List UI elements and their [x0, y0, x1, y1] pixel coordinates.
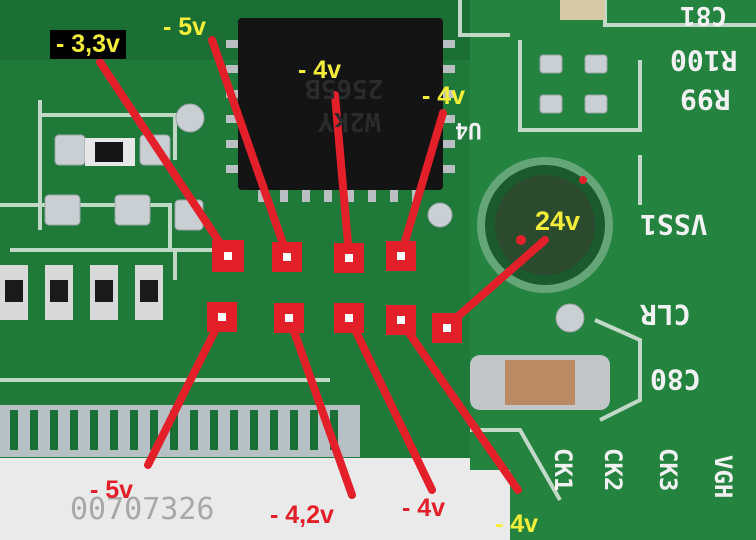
label-bottom-pin1: - 5v — [90, 476, 134, 504]
silk-r100: R100 — [670, 44, 738, 77]
silk-clr: CLR — [640, 298, 691, 331]
ic-chip — [226, 18, 455, 202]
ribbon-connector — [0, 405, 510, 540]
marker-centers — [218, 252, 451, 332]
silk-ck2: CK2 — [599, 448, 627, 492]
label-top-pin1: - 3,3v — [50, 30, 126, 59]
silk-vgh: VGH — [709, 455, 737, 499]
label-bottom-pin4: - 4v — [495, 510, 539, 538]
label-bottom-pin2: - 4,2v — [270, 501, 334, 529]
connector-serial: 00707326 — [70, 492, 215, 527]
silk-ck3: CK3 — [654, 448, 682, 492]
label-cap: 24v — [535, 206, 581, 236]
silk-ck1: CK1 — [549, 448, 577, 492]
label-bottom-pin3: - 4v — [402, 494, 446, 522]
silk-u4: U4 — [455, 117, 482, 142]
silk-c80: C80 — [650, 363, 701, 396]
label-top-pin2: - 5v — [163, 13, 207, 41]
label-top-pin4: - 4v — [422, 82, 466, 110]
annotation-lines — [96, 36, 549, 499]
chip-marking-line2: W2kY — [318, 106, 381, 136]
mounting-hole — [477, 157, 613, 293]
silk-r99: R99 — [680, 83, 731, 116]
silk-vss1: VSS1 — [640, 208, 708, 241]
silkscreen-traces — [0, 0, 756, 501]
smd-components — [0, 0, 610, 410]
silk-c81: C81 — [680, 0, 727, 30]
label-top-pin3: - 4v — [298, 56, 342, 84]
